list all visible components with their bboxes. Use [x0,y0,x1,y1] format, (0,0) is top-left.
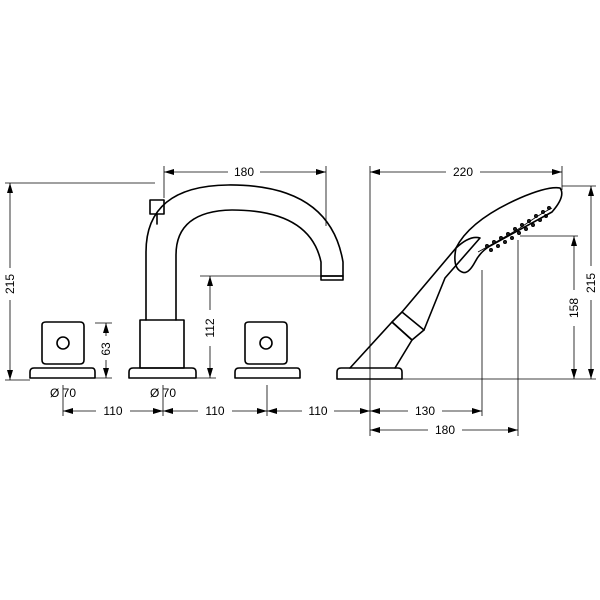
dim-label-spout-reach: 180 [234,165,254,179]
dim-handshower-offset-2: 180 [370,423,518,437]
right-handle [234,321,301,379]
dim-handshower-offset-1: 130 [370,404,482,418]
dim-diameter-center: Ø 70 [150,386,176,400]
dim-spout-reach: 180 [164,165,326,179]
dim-label-diameter-left: Ø 70 [50,386,76,400]
dim-label-spacing-3: 110 [308,404,327,418]
dim-spout-height: 112 [203,276,217,378]
dim-spacing-1: 110 [63,404,163,418]
dim-overall-height-left: 215 [3,183,17,380]
dim-label-overall-height-right: 215 [584,273,598,293]
dim-label-handshower-height: 158 [567,298,581,318]
dim-label-handshower-offset-2: 180 [435,423,455,437]
dim-label-handshower-offset-1: 130 [415,404,435,418]
spray-nozzles [484,206,551,253]
dim-label-overall-height-left: 215 [3,274,17,294]
dim-label-spacing-2: 110 [205,404,224,418]
dim-overall-height-right: 215 [584,186,598,379]
dim-label-diameter-center: Ø 70 [150,386,176,400]
extension-lines [5,166,596,436]
dim-label-handle-height: 63 [99,342,113,356]
dim-handshower-height: 158 [567,236,581,379]
dim-label-spout-height: 112 [203,318,217,337]
dim-diameter-left: Ø 70 [50,386,76,400]
hand-shower [336,186,563,380]
dim-handle-height: 63 [99,323,113,378]
left-handle [29,321,96,379]
dim-label-spacing-1: 110 [103,404,122,418]
dim-handshower-width: 220 [370,165,562,179]
dim-label-handshower-width: 220 [453,165,473,179]
spout-assembly [128,184,344,379]
dim-spacing-2: 110 [163,404,267,418]
dim-spacing-3: 110 [267,404,370,418]
